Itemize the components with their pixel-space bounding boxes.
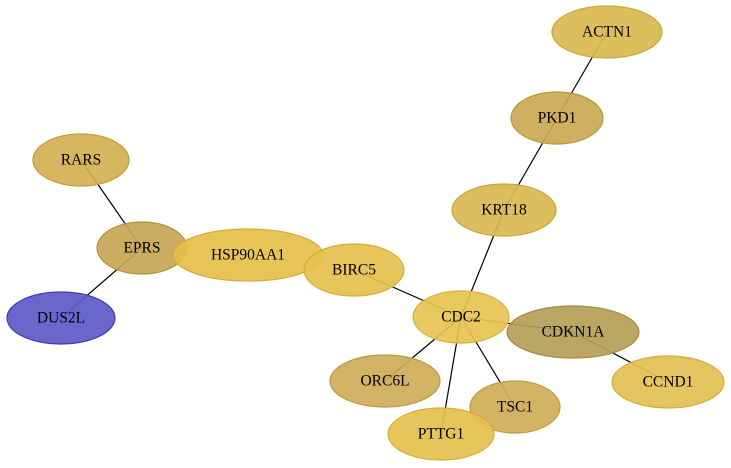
node-shape-pkd1	[510, 91, 604, 145]
node-label-birc5: BIRC5	[332, 262, 376, 279]
node-hsp90aa1[interactable]: HSP90AA1	[172, 228, 324, 282]
node-tsc1[interactable]: TSC1	[469, 380, 561, 434]
node-rars[interactable]: RARS	[32, 133, 130, 187]
node-label-dus2l: DUS2L	[37, 310, 85, 327]
node-label-ccnd1: CCND1	[643, 374, 694, 391]
node-label-eprs: EPRS	[123, 240, 160, 257]
node-label-krt18: KRT18	[481, 202, 527, 219]
node-shape-birc5	[303, 243, 405, 297]
node-shape-pttg1	[387, 407, 495, 461]
node-label-pkd1: PKD1	[538, 110, 577, 127]
node-label-cdc2: CDC2	[441, 309, 481, 326]
node-shape-krt18	[451, 183, 557, 237]
node-shape-cdc2	[412, 290, 510, 344]
node-label-cdkn1a: CDKN1A	[542, 324, 606, 341]
node-label-tsc1: TSC1	[497, 399, 533, 416]
node-pkd1[interactable]: PKD1	[510, 91, 604, 145]
node-ccnd1[interactable]: CCND1	[611, 355, 725, 409]
node-label-pttg1: PTTG1	[418, 426, 465, 443]
node-shape-actn1	[551, 5, 663, 59]
node-shape-dus2l	[6, 291, 116, 345]
node-shape-rars	[32, 133, 130, 187]
node-shape-tsc1	[469, 380, 561, 434]
node-label-rars: RARS	[61, 152, 102, 169]
node-pttg1[interactable]: PTTG1	[387, 407, 495, 461]
node-orc6l[interactable]: ORC6L	[329, 354, 441, 408]
node-actn1[interactable]: ACTN1	[551, 5, 663, 59]
node-cdc2[interactable]: CDC2	[412, 290, 510, 344]
node-label-hsp90aa1: HSP90AA1	[211, 247, 285, 264]
node-label-actn1: ACTN1	[582, 24, 632, 41]
node-cdkn1a[interactable]: CDKN1A	[506, 305, 640, 359]
node-shape-cdkn1a	[506, 305, 640, 359]
node-eprs[interactable]: EPRS	[96, 221, 188, 275]
node-shape-orc6l	[329, 354, 441, 408]
node-dus2l[interactable]: DUS2L	[6, 291, 116, 345]
node-label-orc6l: ORC6L	[360, 373, 409, 390]
node-krt18[interactable]: KRT18	[451, 183, 557, 237]
node-birc5[interactable]: BIRC5	[303, 243, 405, 297]
node-shape-ccnd1	[611, 355, 725, 409]
